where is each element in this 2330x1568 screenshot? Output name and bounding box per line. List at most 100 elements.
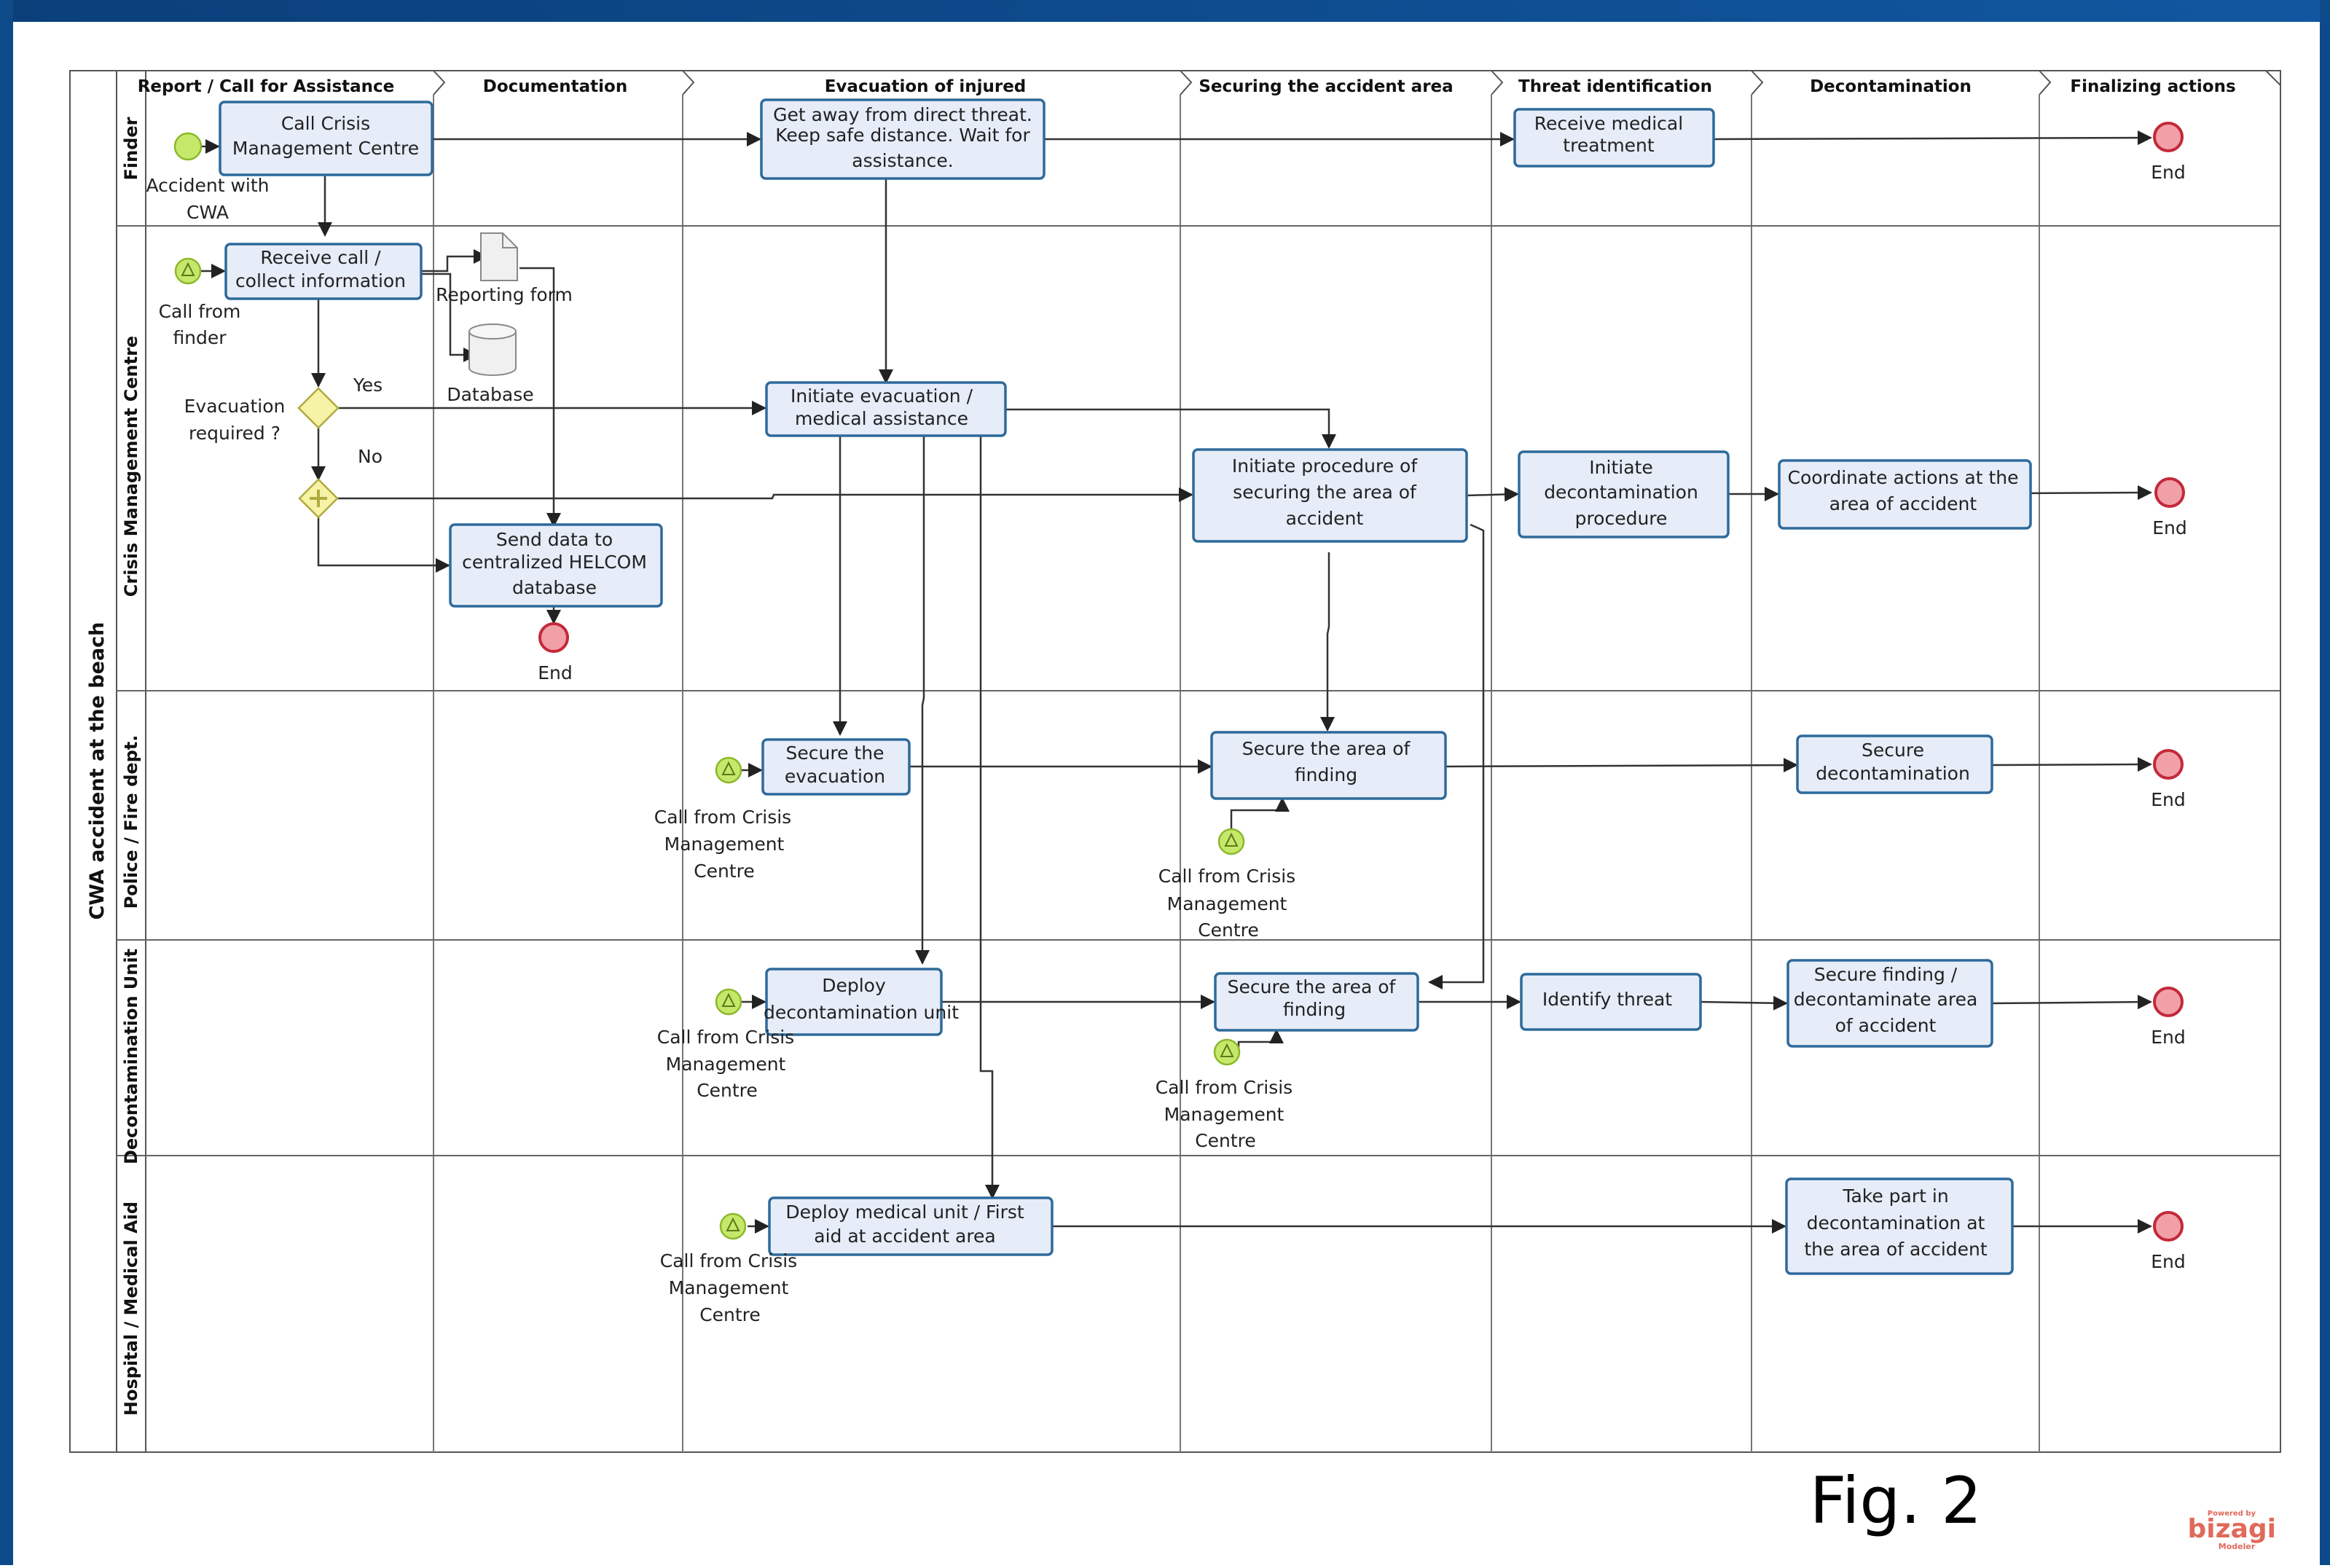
signal-icon (181, 262, 195, 276)
svg-text:Call Crisis: Call Crisis (281, 113, 370, 134)
lane-title-hospital: Hospital / Medical Aid (121, 1202, 141, 1416)
svg-text:the area of accident: the area of accident (1804, 1239, 1988, 1260)
start-hospital-line2: Management (669, 1277, 789, 1298)
task-take-part-decon[interactable]: Take part in decontamination at the area… (1785, 1177, 2014, 1275)
svg-text:finding: finding (1295, 764, 1357, 785)
parallel-gateway[interactable] (298, 478, 339, 519)
flow-receive-to-form (421, 249, 488, 273)
svg-text:Send data to: Send data to (496, 529, 613, 550)
start-event-police-1[interactable] (715, 756, 742, 784)
end-label-decon: End (2151, 1027, 2186, 1048)
task-identify-threat[interactable]: Identify threat (1520, 973, 1702, 1031)
end-event-police[interactable] (2153, 749, 2184, 780)
evacuation-gateway[interactable] (297, 387, 340, 429)
flow-secure-area-to-secure-decon (1445, 758, 1798, 773)
flow-init-secure-to-police (1320, 552, 1335, 732)
task-secure-decontamination[interactable]: Secure decontamination (1796, 734, 1993, 794)
svg-text:assistance.: assistance. (852, 150, 953, 171)
reporting-form-label: Reporting form (436, 284, 573, 305)
flow-identify-to-secure-finding (1700, 995, 1788, 1011)
svg-text:Receive medical: Receive medical (1534, 113, 1683, 134)
end-label-finder: End (2151, 162, 2186, 183)
task-coordinate-actions[interactable]: Coordinate actions at the area of accide… (1778, 459, 2032, 530)
svg-text:Identify threat: Identify threat (1542, 989, 1672, 1010)
task-send-data[interactable]: Send data to centralized HELCOM database (449, 523, 663, 608)
svg-text:Deploy: Deploy (822, 975, 886, 996)
start-event-decon-2[interactable] (1213, 1038, 1241, 1066)
flow-receive-med-to-end (1713, 130, 2152, 146)
svg-text:decontamination unit: decontamination unit (764, 1002, 959, 1023)
svg-text:centralized HELCOM: centralized HELCOM (462, 552, 647, 573)
left-bar (0, 0, 13, 1565)
svg-text:finding: finding (1283, 999, 1346, 1020)
task-get-away[interactable]: Get away from direct threat. Keep safe d… (760, 98, 1046, 180)
svg-text:Deploy medical unit / First: Deploy medical unit / First (785, 1202, 1024, 1223)
signal-icon (1220, 1043, 1234, 1057)
start-event-hospital[interactable] (719, 1212, 747, 1240)
flow-parallel-to-send (317, 517, 450, 573)
svg-text:treatment: treatment (1563, 135, 1655, 156)
start-decon-1-line2: Management (666, 1054, 786, 1075)
start-police-2-line1: Call from Crisis (1158, 866, 1295, 887)
svg-text:procedure: procedure (1575, 508, 1668, 529)
task-deploy-decon-unit[interactable]: Deploy decontamination unit (764, 968, 959, 1036)
start-event-accident[interactable] (173, 132, 203, 161)
task-secure-evacuation[interactable]: Secure the evacuation (761, 738, 911, 796)
flow-police-start2-to-secure-area (1230, 797, 1290, 831)
right-bar (2320, 0, 2330, 1565)
phase-title-report: Report / Call for Assistance (138, 77, 395, 96)
task-deploy-medical-unit[interactable]: Deploy medical unit / First aid at accid… (768, 1196, 1054, 1256)
task-secure-finding[interactable]: Secure finding / decontaminate area of a… (1786, 959, 1993, 1048)
svg-text:decontamination at: decontamination at (1807, 1212, 1985, 1234)
svg-text:medical assistance: medical assistance (795, 408, 968, 429)
start-decon-1-line3: Centre (697, 1080, 758, 1101)
gateway-question-line1: Evacuation (184, 396, 286, 417)
task-receive-medical[interactable]: Receive medical treatment (1513, 108, 1715, 168)
flow-receive-to-db (421, 273, 478, 362)
task-init-evacuation[interactable]: Initiate evacuation / medical assistance (765, 381, 1007, 437)
start-police-1-line1: Call from Crisis (654, 807, 791, 828)
svg-text:area of accident: area of accident (1829, 493, 1977, 514)
lane-title-cmc: Crisis Management Centre (121, 336, 141, 597)
svg-text:Take part in: Take part in (1842, 1185, 1948, 1207)
bizagi-watermark: Powered by bizagi Modeler (2188, 1510, 2276, 1551)
svg-text:securing the area of: securing the area of (1233, 482, 1417, 503)
task-init-decontamination[interactable]: Initiate decontamination procedure (1518, 450, 1730, 538)
start-decon-1-line1: Call from Crisis (657, 1027, 794, 1048)
task-call-cmc[interactable]: Call Crisis Management Centre (219, 101, 434, 176)
signal-icon (1224, 832, 1239, 847)
end-event-cmc[interactable] (2154, 477, 2185, 508)
task-secure-area-decon[interactable]: Secure the area of finding (1214, 972, 1419, 1032)
end-event-finder[interactable] (2153, 122, 2184, 152)
flow-parallel-to-init-secure (337, 487, 1193, 502)
flow-init-evac-to-deploy-decon (915, 436, 930, 965)
svg-text:accident: accident (1286, 508, 1364, 529)
gateway-yes-label: Yes (353, 375, 383, 396)
end-event-documentation[interactable] (538, 622, 569, 653)
task-secure-area-police[interactable]: Secure the area of finding (1210, 731, 1447, 800)
end-event-decon[interactable] (2153, 987, 2184, 1017)
phase-title-documentation: Documentation (483, 77, 627, 96)
svg-text:Secure the: Secure the (786, 742, 884, 764)
gateway-no-label: No (358, 446, 383, 467)
svg-text:aid at accident area: aid at accident area (814, 1226, 996, 1247)
signal-icon (721, 761, 736, 775)
flow-init-evac-to-deploy-med (979, 436, 1000, 1199)
svg-text:Management Centre: Management Centre (232, 138, 419, 159)
flow-secure-decon-to-end (1991, 757, 2152, 772)
end-label-hospital: End (2151, 1251, 2186, 1272)
start-event-police-2[interactable] (1217, 828, 1245, 855)
start-call-finder-line2: finder (173, 327, 227, 348)
task-receive-call[interactable]: Receive call / collect information (224, 243, 423, 300)
svg-text:evacuation: evacuation (785, 766, 885, 787)
svg-text:Initiate: Initiate (1589, 457, 1652, 478)
start-event-call-finder[interactable] (174, 257, 202, 285)
end-event-hospital[interactable] (2153, 1211, 2184, 1242)
task-init-securing[interactable]: Initiate procedure of securing the area … (1192, 448, 1468, 543)
start-event-decon-1[interactable] (715, 988, 742, 1016)
svg-text:bizagi: bizagi (2188, 1514, 2276, 1544)
start-accident-line2: CWA (187, 202, 229, 223)
svg-text:decontamination: decontamination (1816, 763, 1970, 784)
lane-title-finder: Finder (121, 117, 141, 180)
